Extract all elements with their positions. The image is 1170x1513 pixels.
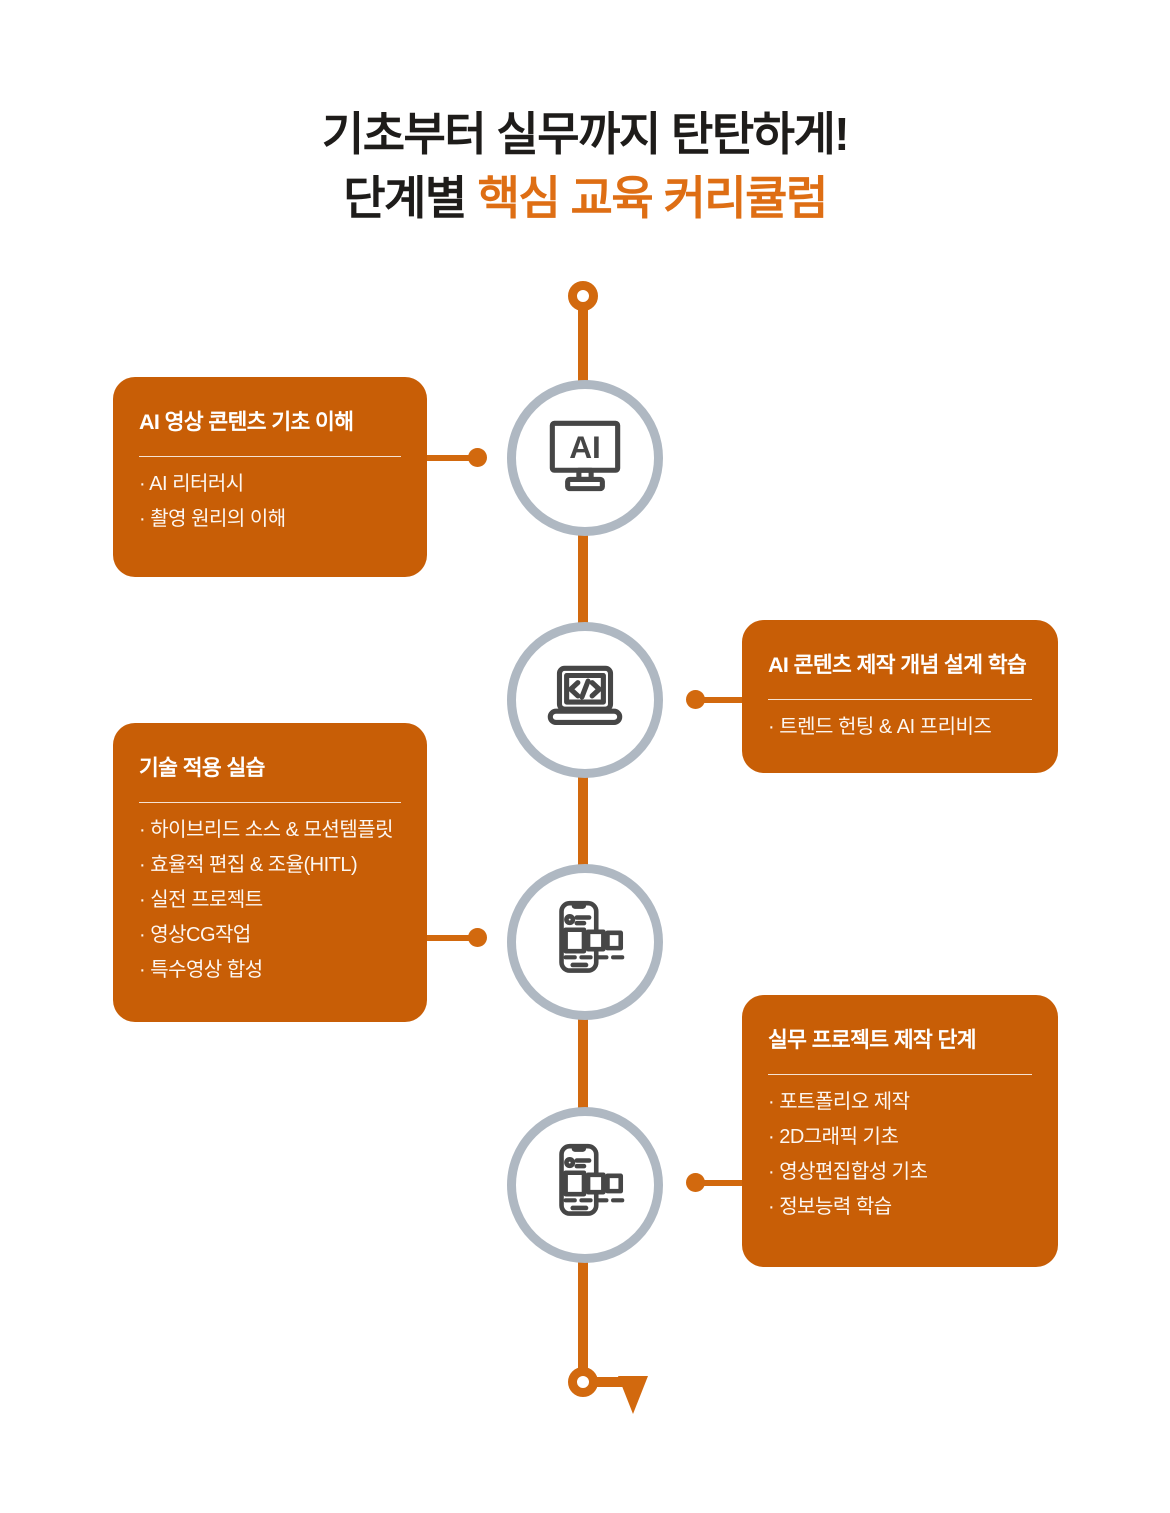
connector-line-2 — [696, 697, 744, 703]
stage-item: · 실전 프로젝트 — [139, 889, 263, 911]
stage-card-title: AI 콘텐츠 제작 개념 설계 학습 — [768, 653, 1027, 677]
stage-item: · 2D그래픽 기초 — [768, 1126, 899, 1148]
stage-card-title: AI 영상 콘텐츠 기초 이해 — [139, 410, 354, 434]
timeline-node-3 — [507, 864, 663, 1020]
stage-card-2: AI 콘텐츠 제작 개념 설계 학습 · 트렌드 헌팅 & AI 프리비즈 — [742, 620, 1058, 773]
stage-item: · 영상CG작업 — [139, 924, 251, 946]
timeline-node-2 — [507, 622, 663, 778]
timeline-node-4 — [507, 1107, 663, 1263]
connector-dot-1 — [468, 448, 487, 467]
connector-dot-4 — [686, 1173, 705, 1192]
title-line2-black: 단계별 — [343, 172, 467, 224]
title-line2-accent: 핵심 교육 커리큘럼 — [477, 172, 829, 224]
stage-item: · 하이브리드 소스 & 모션템플릿 — [139, 819, 394, 841]
stage-item: · 촬영 원리의 이해 — [139, 508, 286, 530]
connector-line-1 — [424, 455, 476, 461]
connector-line-4 — [696, 1180, 744, 1186]
stage-card-title: 기술 적용 실습 — [139, 756, 265, 780]
card-divider — [768, 699, 1032, 700]
stage-item: · AI 리터러시 — [139, 473, 244, 495]
card-divider — [139, 456, 401, 457]
timeline-node-1: AI — [507, 380, 663, 536]
ai-monitor-icon: AI — [536, 409, 634, 507]
stage-item: · 특수영상 합성 — [139, 959, 263, 981]
connector-line-3 — [424, 935, 476, 941]
stage-item: · 트렌드 헌팅 & AI 프리비즈 — [768, 716, 992, 738]
svg-text:AI: AI — [569, 429, 601, 465]
stage-card-title: 실무 프로젝트 제작 단계 — [768, 1028, 977, 1052]
timeline-start-ring — [568, 281, 598, 311]
timeline-end-ring — [568, 1367, 598, 1397]
stage-card-3: 기술 적용 실습 · 하이브리드 소스 & 모션템플릿 · 효율적 편집 & 조… — [113, 723, 427, 1022]
stage-item: · 포트폴리오 제작 — [768, 1091, 910, 1113]
phone-cards-icon — [536, 1136, 634, 1234]
connector-dot-2 — [686, 690, 705, 709]
phone-cards-icon — [536, 893, 634, 991]
timeline-arrow-icon — [618, 1376, 648, 1414]
stage-item: · 효율적 편집 & 조율(HITL) — [139, 854, 358, 876]
laptop-code-icon — [536, 651, 634, 749]
title-line1: 기초부터 실무까지 탄탄하게! — [321, 108, 850, 160]
card-divider — [139, 802, 401, 803]
connector-dot-3 — [468, 928, 487, 947]
stage-card-1: AI 영상 콘텐츠 기초 이해 · AI 리터러시 · 촬영 원리의 이해 — [113, 377, 427, 577]
stage-card-4: 실무 프로젝트 제작 단계 · 포트폴리오 제작 · 2D그래픽 기초 · 영상… — [742, 995, 1058, 1267]
timeline-end-tail — [594, 1377, 640, 1387]
card-divider — [768, 1074, 1032, 1075]
stage-item: · 정보능력 학습 — [768, 1196, 892, 1218]
stage-item: · 영상편집합성 기초 — [768, 1161, 928, 1183]
timeline-line — [578, 304, 588, 1372]
